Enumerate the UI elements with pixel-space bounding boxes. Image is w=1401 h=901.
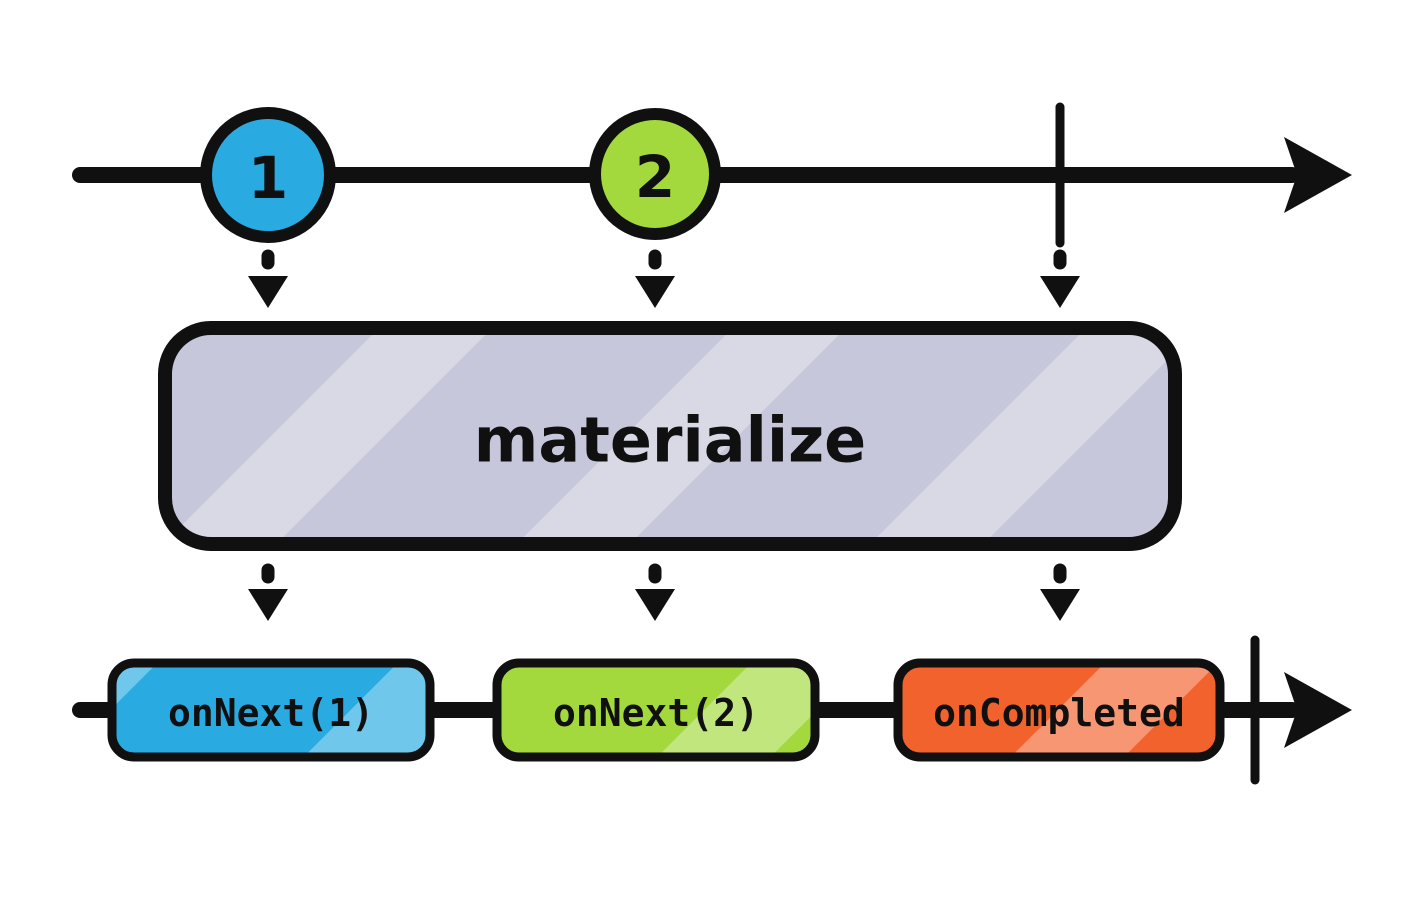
marble-label: 1: [248, 144, 288, 212]
emit-arrow-bottom-1: [248, 563, 288, 621]
source-timeline-arrowhead-icon: [1284, 137, 1352, 213]
operator-label: materialize: [474, 404, 866, 477]
notification-box-border: [893, 658, 1225, 762]
emit-arrow-top-2: [635, 249, 675, 308]
notification-box-glare: [898, 663, 1220, 757]
notification-label: onCompleted: [933, 691, 1185, 735]
notification-label: onNext(1): [168, 691, 374, 735]
notification-box-glare: [112, 663, 430, 757]
notification-box-border: [492, 658, 820, 762]
emit-arrow-bottom-3: [1040, 563, 1080, 621]
marble-circle: [589, 108, 721, 240]
source-marble-2: 2: [589, 108, 721, 240]
notification-onnext-1: onNext(1): [107, 658, 435, 762]
down-arrow-icon: [635, 589, 675, 621]
operator-box-border: [158, 321, 1182, 551]
marble-circle: [200, 107, 336, 243]
notification-box-glare: [497, 663, 815, 757]
emit-arrow-top-1: [248, 249, 288, 308]
down-arrow-icon: [248, 589, 288, 621]
notification-onnext-2: onNext(2): [492, 658, 820, 762]
operator-box-glare: [165, 328, 1175, 544]
emit-arrow-top-3: [1040, 249, 1080, 308]
down-arrow-icon: [635, 276, 675, 308]
notification-label: onNext(2): [553, 691, 759, 735]
down-arrow-icon: [1040, 589, 1080, 621]
operator-box: materialize: [158, 321, 1182, 551]
source-marble-1: 1: [200, 107, 336, 243]
marble-label: 2: [635, 143, 675, 211]
emit-arrow-bottom-2: [635, 563, 675, 621]
down-arrow-icon: [1040, 276, 1080, 308]
output-timeline-arrowhead-icon: [1284, 672, 1352, 748]
down-arrow-icon: [248, 276, 288, 308]
notification-box-border: [107, 658, 435, 762]
notification-oncompleted: onCompleted: [893, 658, 1225, 762]
